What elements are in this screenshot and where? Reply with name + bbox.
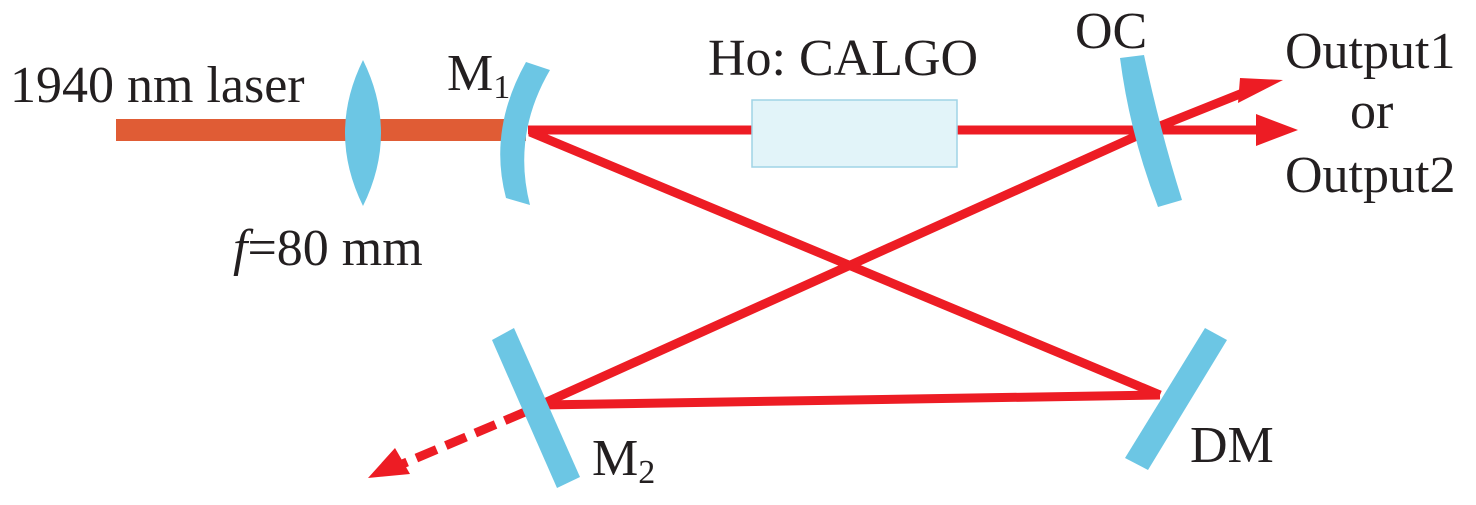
beam-m2-to-oc — [538, 125, 1152, 410]
dm-label: DM — [1190, 417, 1274, 474]
focal-value: =80 mm — [247, 220, 422, 277]
output2-arrowhead — [1256, 114, 1298, 146]
or-label: or — [1350, 83, 1393, 140]
dm-mirror — [1125, 328, 1227, 470]
output1-arrowhead — [1238, 78, 1283, 103]
m2-label: M2 — [592, 430, 655, 491]
m2-sub: 2 — [638, 454, 655, 491]
m1-sub: 1 — [493, 69, 510, 106]
laser-beams — [398, 85, 1265, 470]
pump-label: 1940 nm laser — [10, 57, 305, 114]
oc-mirror — [1120, 55, 1182, 207]
ho-calgo-crystal — [751, 99, 958, 168]
pump-beam — [116, 119, 526, 141]
m1-mirror — [500, 62, 550, 205]
m1-label: M1 — [447, 45, 510, 106]
m2-mirror — [492, 328, 580, 488]
focusing-lens — [345, 60, 381, 206]
beam-dm-to-m2 — [539, 390, 1161, 410]
beam-output1 — [1148, 85, 1252, 135]
m2-base: M — [592, 430, 638, 487]
output2-label: Output2 — [1285, 147, 1455, 204]
m1-base: M — [447, 45, 493, 102]
lens-focal-label: f=80 mm — [233, 220, 423, 277]
crystal-label: Ho: CALGO — [708, 30, 978, 87]
beam-m2-leak — [398, 407, 527, 470]
oc-label: OC — [1075, 3, 1147, 60]
output1-label: Output1 — [1285, 23, 1455, 80]
leak-arrowhead — [368, 448, 410, 478]
